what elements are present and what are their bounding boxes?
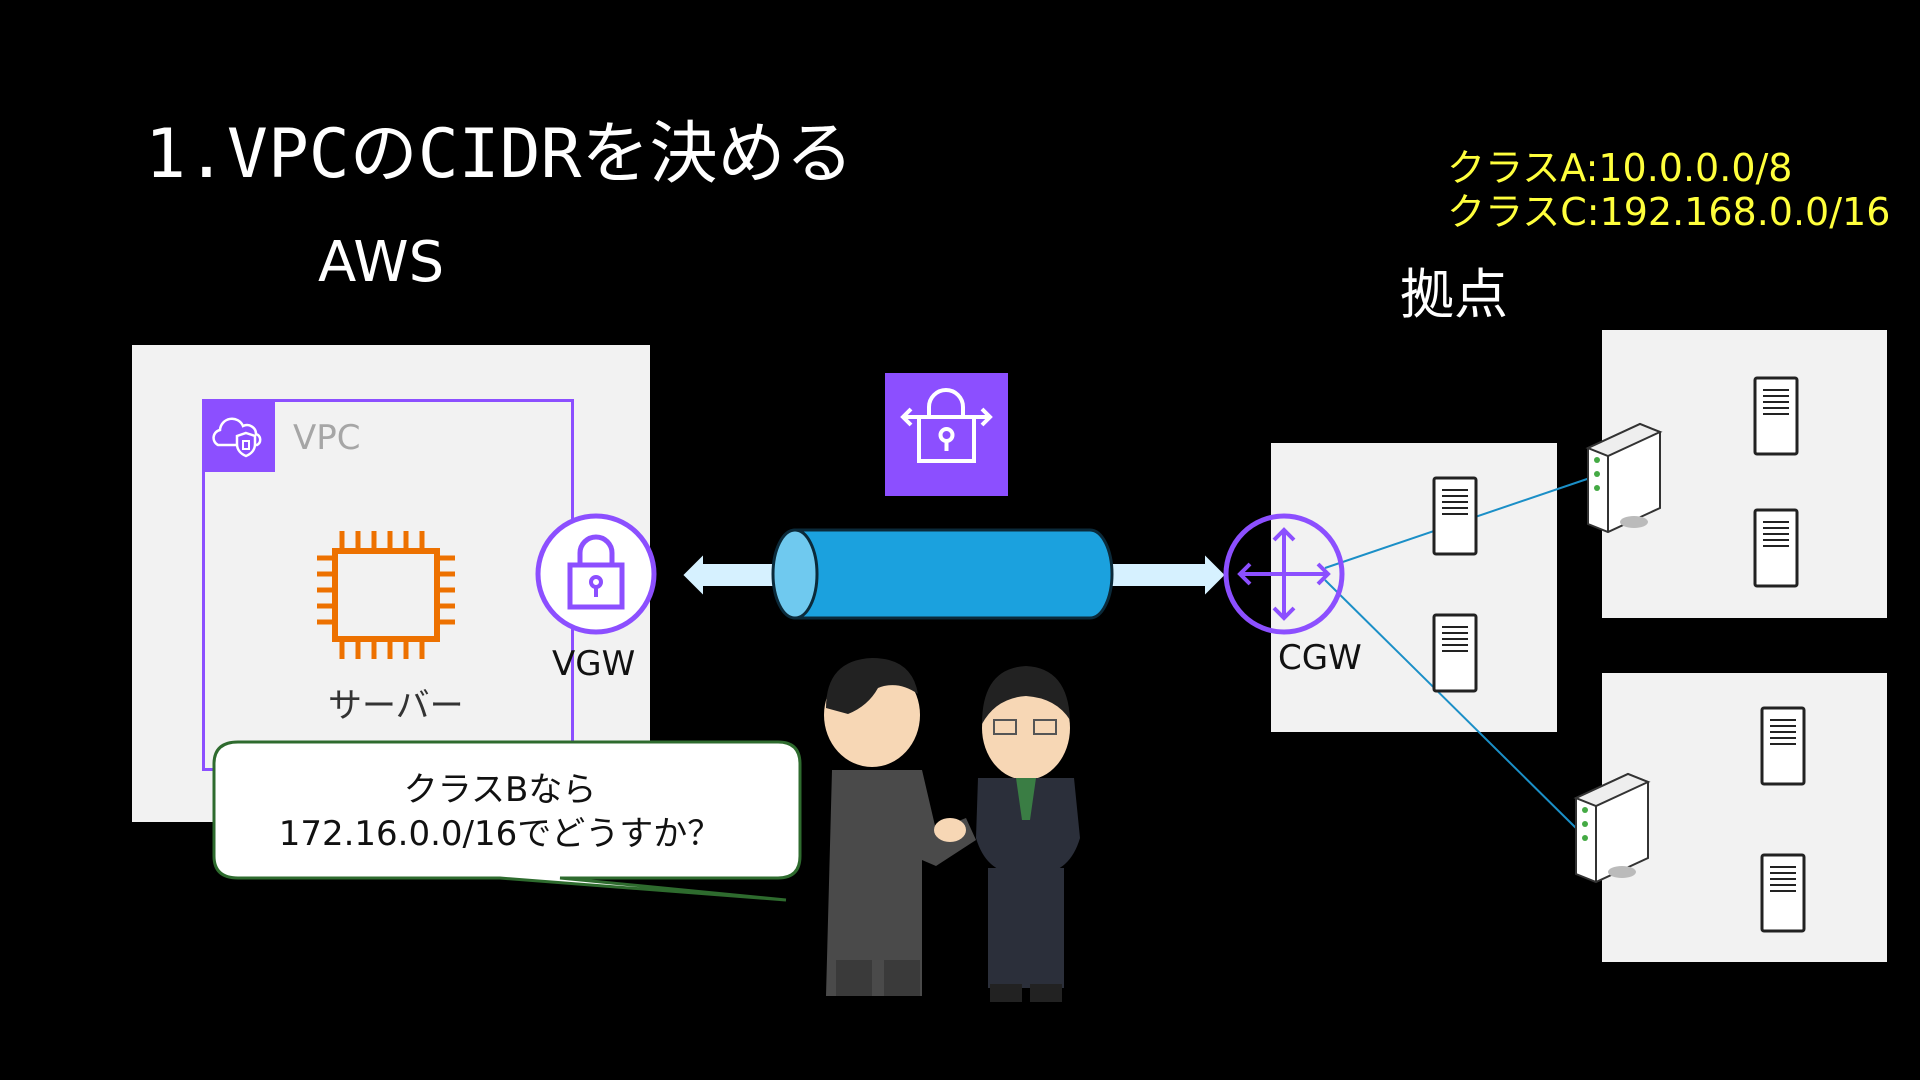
speech-line-2: 172.16.0.0/16でどうすか？ xyxy=(278,814,722,854)
speech-line-1: クラスBなら xyxy=(403,770,597,810)
speech-bubble xyxy=(212,740,802,902)
vgw-lock-icon xyxy=(535,513,657,635)
site-box-lower xyxy=(1602,673,1887,962)
vpn-connection-icon xyxy=(885,373,1008,496)
aws-label: AWS xyxy=(318,230,445,295)
server-label: サーバー xyxy=(328,686,464,726)
class-c-text: クラスC:192.168.0.0/16 xyxy=(1447,190,1891,234)
businessmen-illustration xyxy=(824,658,1080,1002)
slide-title: 1.VPCのCIDRを決める xyxy=(145,115,854,194)
site-label: 拠点 xyxy=(1400,263,1508,326)
vpn-tunnel xyxy=(771,528,1114,620)
link-line-lower xyxy=(1324,579,1581,833)
address-classes: クラスA:10.0.0.0/8 クラスC:192.168.0.0/16 xyxy=(1447,146,1890,234)
cgw-router-icon xyxy=(1223,513,1345,635)
site-box-main xyxy=(1271,443,1557,732)
arrow-left-icon xyxy=(680,550,779,600)
router-device-icon xyxy=(1573,772,1651,884)
vpc-label: VPC xyxy=(293,418,361,458)
cgw-label: CGW xyxy=(1278,638,1362,678)
vgw-label: VGW xyxy=(552,644,636,684)
router-device-icon xyxy=(1585,422,1663,534)
class-a-text: クラスA:10.0.0.0/8 xyxy=(1447,146,1793,190)
arrow-right-icon xyxy=(1109,550,1228,600)
speech-bubble-text: クラスBなら 172.16.0.0/16でどうすか？ xyxy=(220,768,780,856)
vpc-cloud-icon xyxy=(202,399,275,472)
ec2-instance-icon xyxy=(317,531,455,659)
